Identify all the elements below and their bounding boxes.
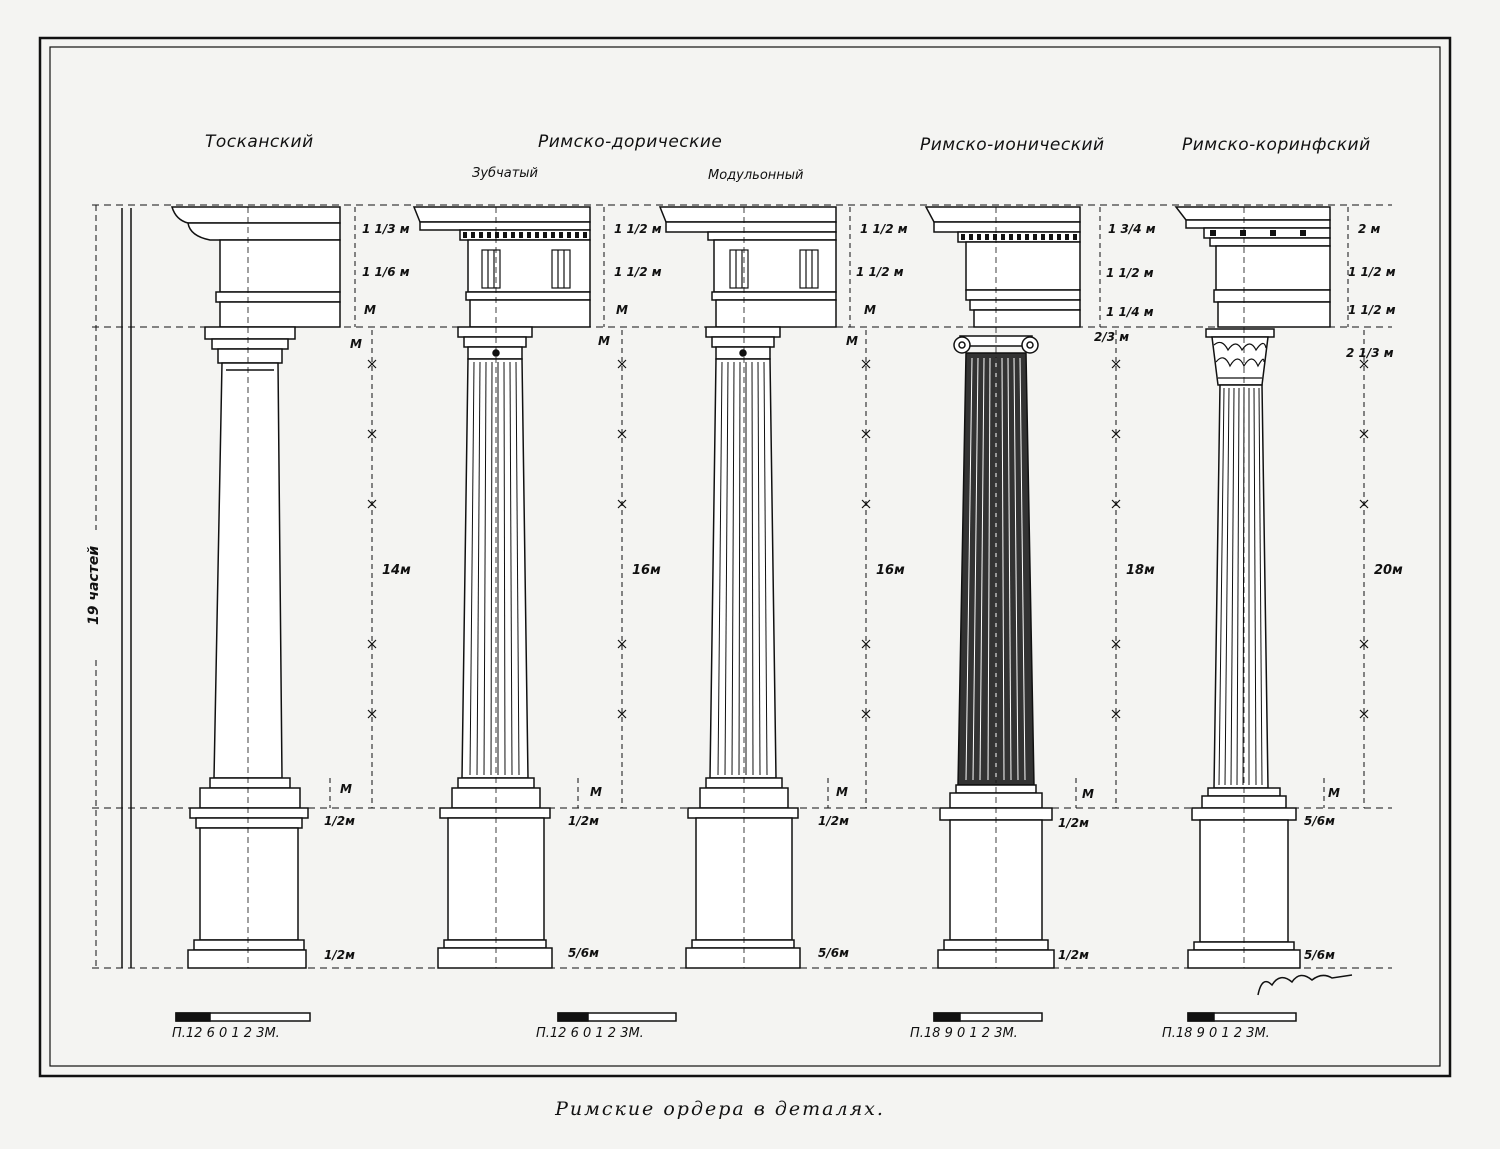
dim-doric-dentil-base: М [590, 785, 602, 799]
order-title-doric: Римско-дорические [538, 132, 723, 152]
dim-corinthian-pedestal-top: 5/6м [1304, 814, 1335, 828]
scale-label-tuscan: П.12 6 0 1 2 3М. [172, 1026, 280, 1041]
corinthian-order [1174, 206, 1331, 969]
order-title-ionic: Римско-ионический [920, 135, 1105, 155]
dim-ionic-shaft: 18м [1126, 563, 1155, 578]
dim-doric-modillion-capital: М [846, 334, 858, 348]
overall-height-label: 19 частей [86, 545, 102, 625]
dim-ionic-pedestal-base: 1/2м [1058, 948, 1089, 962]
ionic-order [924, 206, 1081, 969]
dim-doric-dentil-pedestal-top: 1/2м [568, 814, 599, 828]
dim-ionic-pedestal-top: 1/2м [1058, 816, 1089, 830]
dim-tuscan-capital: М [350, 337, 362, 351]
doric-variant-dentil: Зубчатый [472, 166, 538, 181]
dim-ionic-base: М [1082, 787, 1094, 801]
dim-corinthian-pedestal-base: 5/6м [1304, 948, 1335, 962]
dim-doric-modillion-pedestal-top: 1/2м [818, 814, 849, 828]
dim-ionic-frieze: 1 1/2 м [1106, 266, 1154, 280]
dim-tuscan-pedestal-base: 1/2м [324, 948, 355, 962]
plate-caption: Римские ордера в деталях. [555, 1098, 885, 1120]
dim-doric-dentil-pedestal-base: 5/6м [568, 946, 599, 960]
dim-tuscan-frieze: 1 1/6 м [362, 265, 410, 279]
scale-bars [175, 1012, 1297, 1022]
dim-corinthian-base: М [1328, 786, 1340, 800]
dim-corinthian-shaft: 20м [1374, 563, 1403, 578]
order-title-corinthian: Римско-коринфский [1182, 135, 1371, 155]
dim-tuscan-architrave: М [364, 303, 376, 317]
dim-doric-modillion-pedestal-base: 5/6м [818, 946, 849, 960]
inner-frame [49, 46, 1441, 1067]
doric-variant-modillion: Модульонный [708, 168, 804, 183]
dim-doric-dentil-frieze: 1 1/2 м [614, 265, 662, 279]
signature [1257, 974, 1353, 996]
dim-doric-modillion-architrave: М [864, 303, 876, 317]
dim-tuscan-base: М [340, 782, 352, 796]
dim-corinthian-architrave: 1 1/2 м [1348, 303, 1396, 317]
dim-tuscan-cornice: 1 1/3 м [362, 222, 410, 236]
tuscan-order [170, 206, 341, 969]
dim-corinthian-capital: 2 1/3 м [1346, 346, 1394, 360]
dimension-ticks [367, 359, 1369, 719]
dim-doric-modillion-base: М [836, 785, 848, 799]
scale-label-corinthian: П.18 9 0 1 2 3М. [1162, 1026, 1270, 1041]
scale-label-ionic: П.18 9 0 1 2 3М. [910, 1026, 1018, 1041]
dim-doric-modillion-frieze: 1 1/2 м [856, 265, 904, 279]
doric-dentil-order [412, 206, 591, 969]
order-title-tuscan: Тосканский [205, 132, 314, 152]
dim-doric-modillion-cornice: 1 1/2 м [860, 222, 908, 236]
dim-corinthian-cornice: 2 м [1358, 222, 1381, 236]
outer-frame [38, 36, 1452, 1078]
dim-tuscan-shaft: 14м [382, 563, 411, 578]
dim-doric-dentil-cornice: 1 1/2 м [614, 222, 662, 236]
dim-ionic-architrave: 1 1/4 м [1106, 305, 1154, 319]
dim-doric-dentil-capital: М [598, 334, 610, 348]
dim-ionic-capital: 2/3 м [1094, 330, 1130, 344]
dim-doric-dentil-architrave: М [616, 303, 628, 317]
doric-modillion-order [658, 206, 837, 969]
dim-doric-modillion-shaft: 16м [876, 563, 905, 578]
dim-doric-dentil-shaft: 16м [632, 563, 661, 578]
scale-label-doric: П.12 6 0 1 2 3М. [536, 1026, 644, 1041]
dim-tuscan-pedestal-top: 1/2м [324, 814, 355, 828]
dim-corinthian-frieze: 1 1/2 м [1348, 265, 1396, 279]
dim-ionic-cornice: 1 3/4 м [1108, 222, 1156, 236]
